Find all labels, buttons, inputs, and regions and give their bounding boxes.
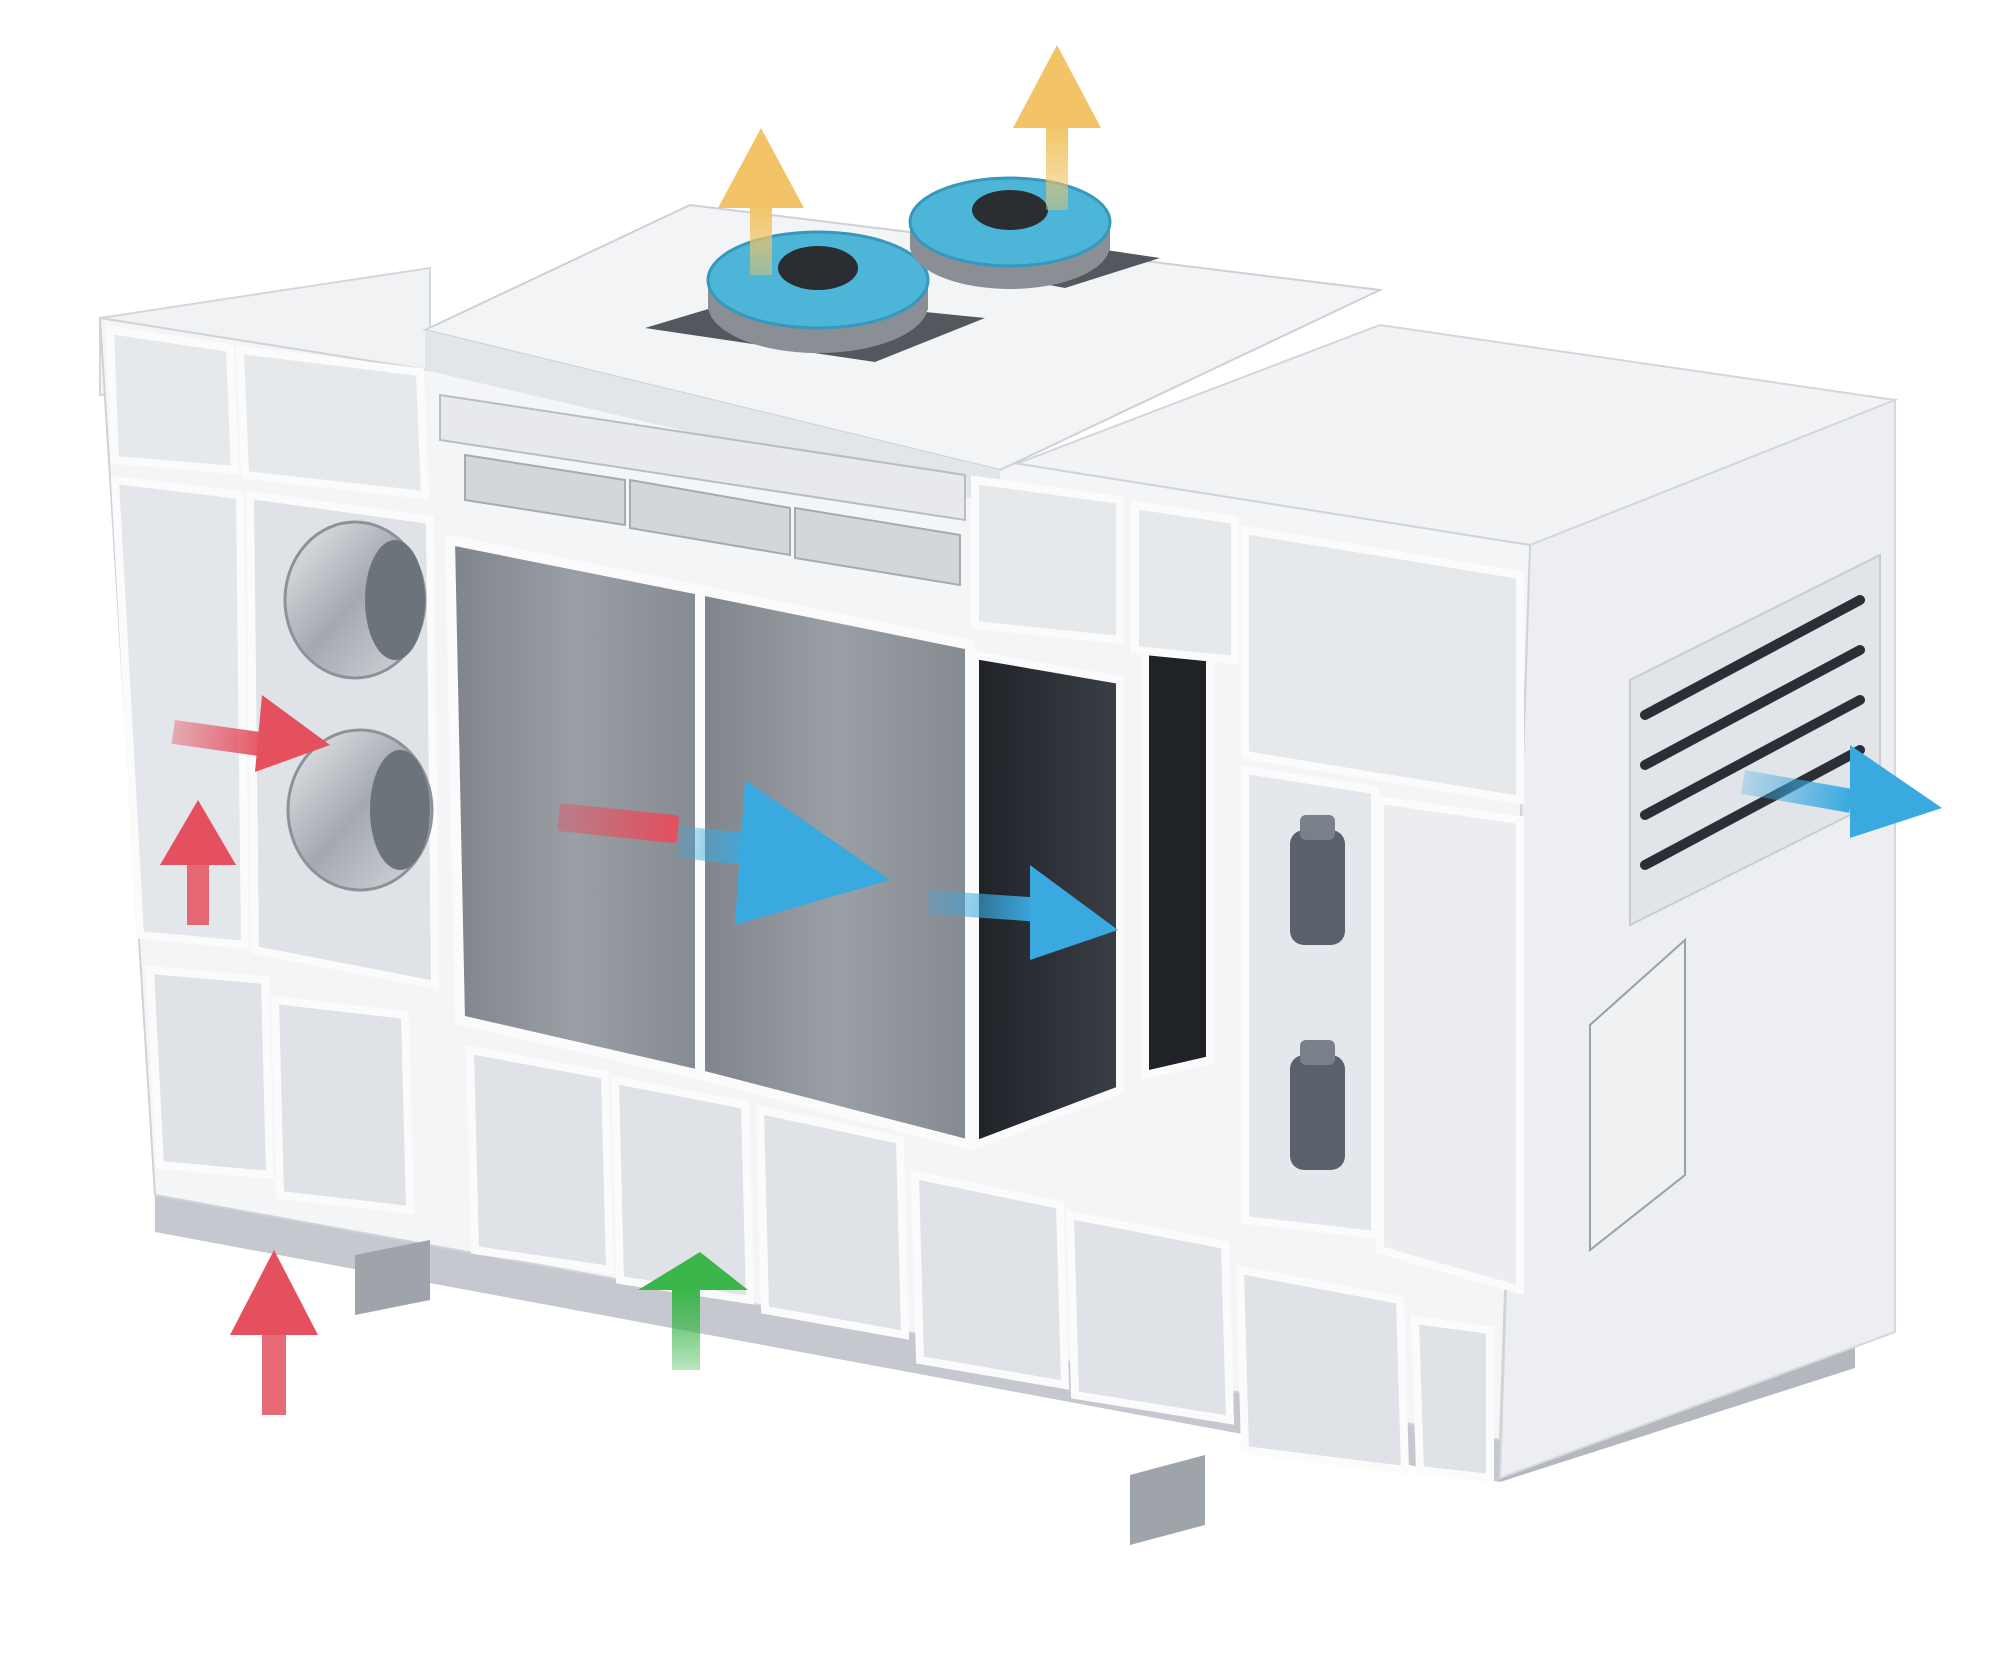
base-foot-right	[1130, 1455, 1205, 1545]
compressor-lower	[1290, 1040, 1345, 1170]
compressor-upper	[1290, 815, 1345, 945]
return-air-arrow-intake	[230, 1250, 318, 1415]
supply-air-arrow-coil	[676, 780, 890, 925]
side-access-door	[1589, 937, 1686, 1253]
return-air-arrow-center	[557, 803, 679, 843]
return-air-arrow-up	[160, 800, 236, 925]
supply-air-arrow-out	[1740, 745, 1942, 838]
mixing-chamber	[110, 475, 250, 950]
exhaust-fan-right	[908, 176, 1112, 289]
supply-air-arrow-mid	[926, 865, 1118, 960]
supply-fan-chamber	[1241, 525, 1524, 805]
casing-side-panel	[1498, 398, 1896, 1480]
exhaust-arrow-right	[1013, 45, 1101, 210]
return-air-arrow-side	[171, 695, 330, 772]
upper-bays	[105, 325, 1239, 665]
damper-blades	[439, 393, 966, 587]
base-foot-left	[355, 1240, 430, 1315]
return-fan-upper	[283, 520, 427, 680]
electrical-bay	[1376, 795, 1524, 1296]
exhaust-arrow-left	[718, 128, 804, 275]
exhaust-fan-left	[706, 230, 930, 353]
return-fan-lower	[286, 728, 434, 892]
exhaust-louver-grille	[1629, 553, 1881, 927]
fresh-air-arrow	[638, 1252, 748, 1370]
lower-bays	[145, 965, 1494, 1483]
